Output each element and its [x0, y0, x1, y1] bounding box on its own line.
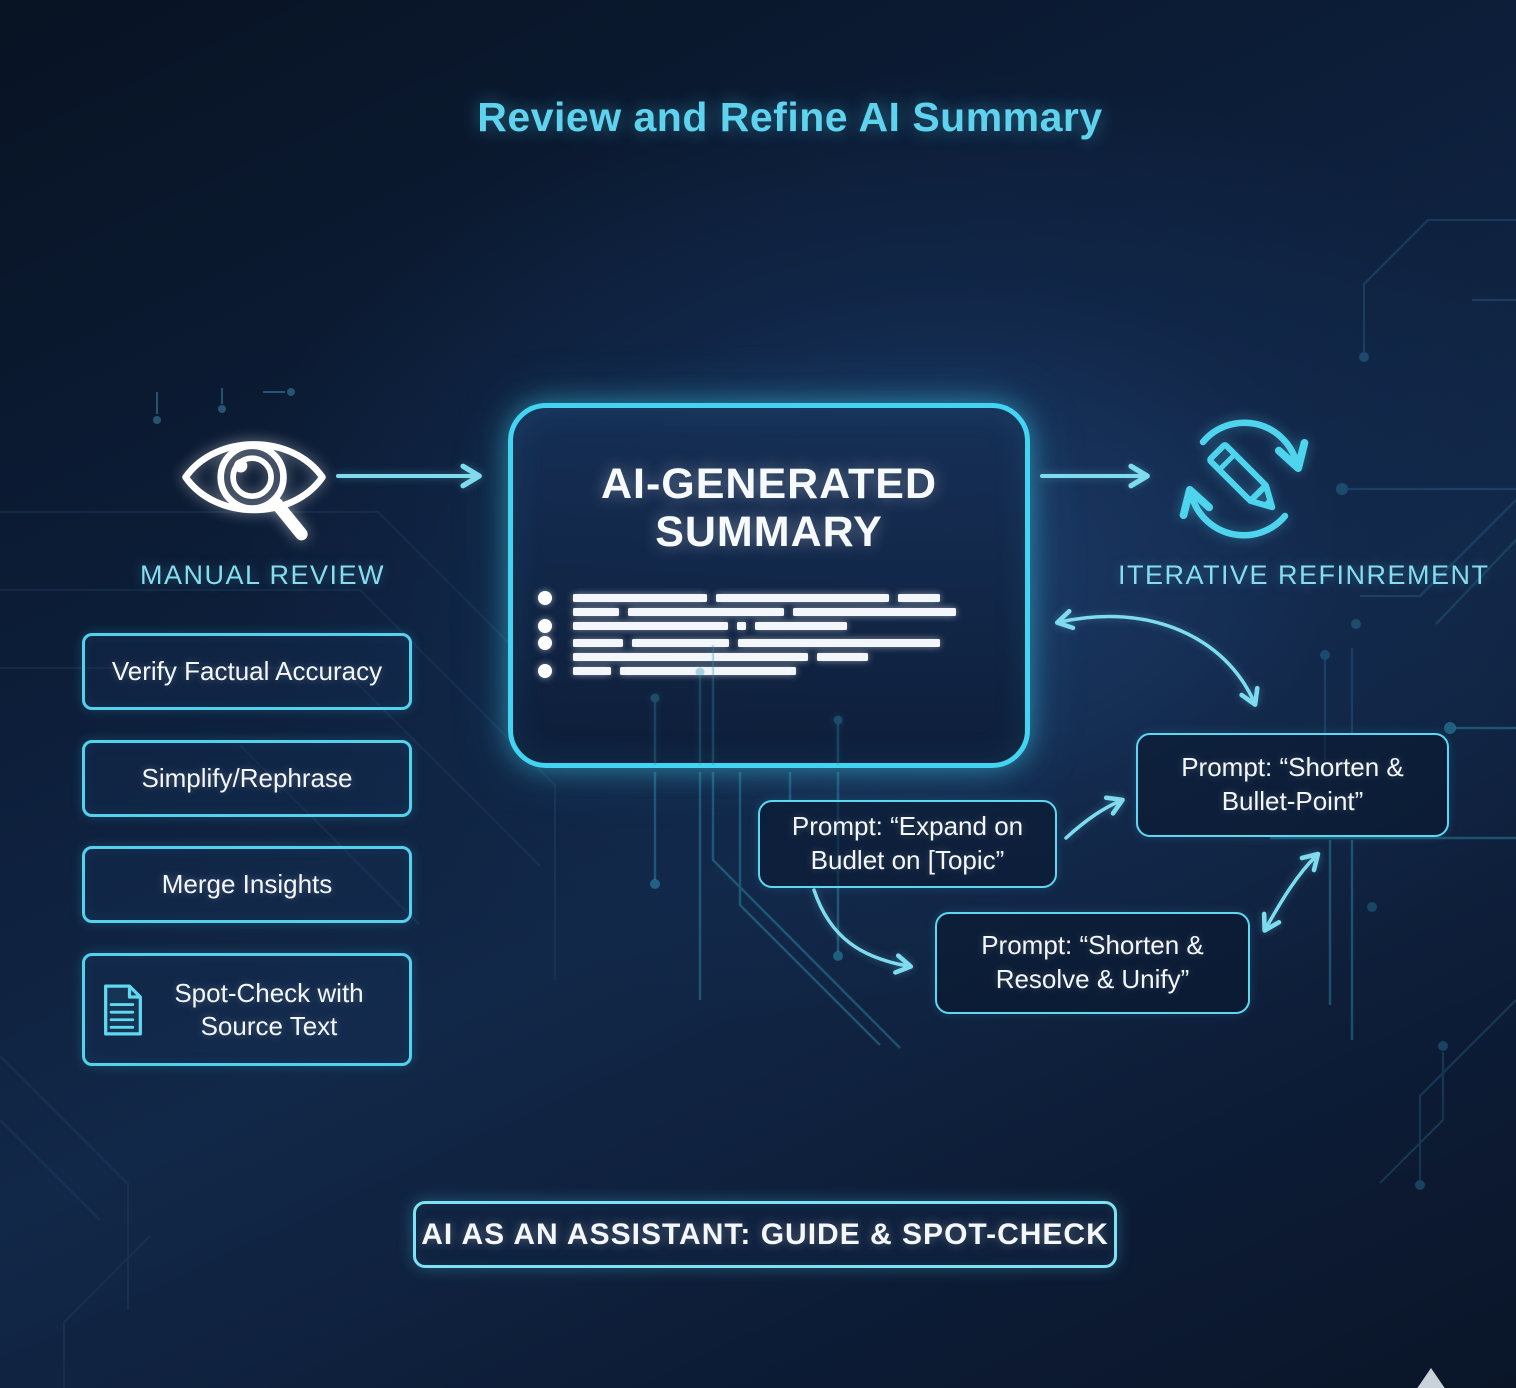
- action-box-spotcheck: Spot-Check with Source Text: [82, 953, 412, 1066]
- eye-magnifier-icon: [182, 441, 326, 541]
- prompt-label: Prompt: “Shorten & Bullet-Point”: [1181, 752, 1404, 816]
- footer-banner: AI AS AN ASSISTANT: GUIDE & SPOT-CHECK: [413, 1201, 1117, 1268]
- action-label: Merge Insights: [161, 869, 333, 900]
- action-label: Spot-Check with Source Text: [174, 978, 364, 1041]
- arrow-resolve-bullet-twoway: [1261, 851, 1321, 933]
- action-box-verify: Verify Factual Accuracy: [82, 633, 412, 710]
- arrow-to-shortenresolve: [812, 888, 914, 975]
- prompt-label: Prompt: “Shorten & Resolve & Unify”: [981, 930, 1204, 994]
- footer-label: AI AS AN ASSISTANT: GUIDE & SPOT-CHECK: [421, 1217, 1109, 1251]
- summary-lines: [538, 591, 993, 681]
- arrow-summary-shortenbullet-loop: [1054, 608, 1260, 707]
- ai-summary-card: AI-GENERATED SUMMARY: [508, 403, 1030, 768]
- document-icon: [97, 984, 149, 1036]
- prompt-box-shorten-bullet: Prompt: “Shorten & Bullet-Point”: [1136, 733, 1449, 837]
- summary-card-title: AI-GENERATED SUMMARY: [600, 460, 938, 557]
- prompt-label: Prompt: “Expand on Budlet on [Topic”: [791, 811, 1024, 875]
- action-box-simplify: Simplify/Rephrase: [82, 740, 412, 817]
- arrow-expand-to-shortenbullet: [1064, 795, 1125, 840]
- iterative-refinement-label: ITERATIVE REFINREMENT: [1118, 560, 1490, 590]
- manual-review-label: MANUAL REVIEW: [140, 560, 386, 590]
- action-label: Simplify/Rephrase: [141, 763, 353, 794]
- play-logo-icon: [1416, 1368, 1446, 1388]
- pencil-cycle-icon: [1179, 419, 1309, 539]
- page-title: Review and Refine AI Summary: [477, 94, 1103, 140]
- action-label: Verify Factual Accuracy: [111, 656, 383, 687]
- prompt-box-expand: Prompt: “Expand on Budlet on [Topic”: [758, 800, 1057, 888]
- action-box-merge: Merge Insights: [82, 846, 412, 923]
- prompt-box-shorten-resolve: Prompt: “Shorten & Resolve & Unify”: [935, 912, 1250, 1014]
